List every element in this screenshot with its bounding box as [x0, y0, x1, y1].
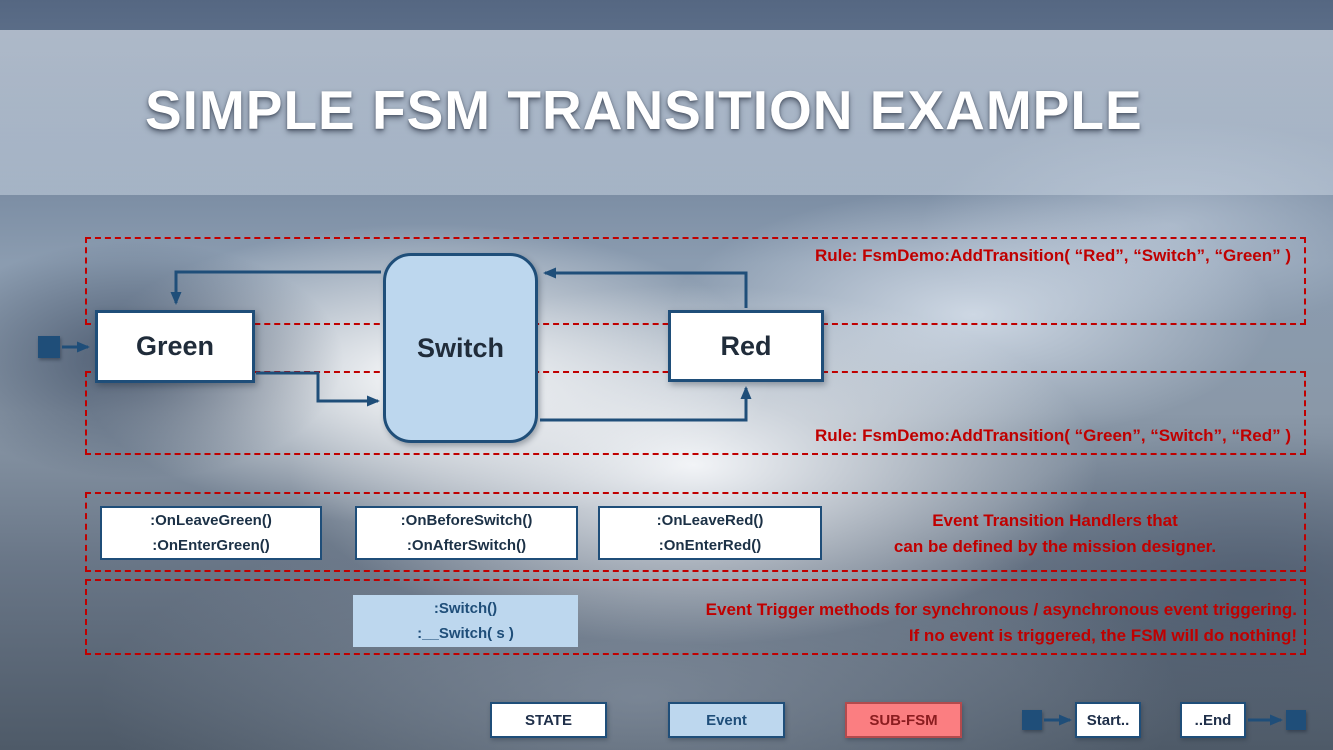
trigger-line: :__Switch( s ) [417, 625, 514, 642]
event-switch-label: Switch [416, 332, 504, 363]
legend-subfsm: SUB-FSM [845, 702, 962, 738]
trigger-line: :Switch() [433, 599, 498, 617]
trigger-methods-box: :Switch() :__Switch( s ) [353, 595, 578, 647]
handler-line: :OnEnterGreen() [152, 537, 270, 554]
start-marker [38, 336, 60, 358]
handler-line: :OnEnterRed() [658, 537, 762, 554]
triggers-note-line1: Event Trigger methods for synchronous / … [705, 600, 1297, 619]
legend-start-marker [1022, 710, 1042, 730]
triggers-note-line2: If no event is triggered, the FSM will d… [908, 626, 1297, 646]
handlers-note-line2: can be defined by the mission designer. [893, 537, 1217, 557]
handler-line: :OnBeforeSwitch() [400, 511, 533, 529]
handlers-red-box: :OnLeaveRed() :OnEnterRed() [598, 506, 822, 560]
handler-line: :OnLeaveGreen() [150, 511, 272, 529]
legend-state: STATE [490, 702, 607, 738]
handlers-green-box: :OnLeaveGreen() :OnEnterGreen() [100, 506, 322, 560]
page-title: SIMPLE FSM TRANSITION EXAMPLE [145, 79, 1143, 141]
event-switch: Switch [383, 253, 538, 443]
handler-line: :OnLeaveRed() [656, 511, 764, 529]
state-red-label: Red [720, 330, 772, 361]
state-green: Green [95, 310, 255, 383]
handlers-switch-box: :OnBeforeSwitch() :OnAfterSwitch() [355, 506, 578, 560]
rule-red-switch-green: Rule: FsmDemo:AddTransition( “Red”, “Swi… [814, 246, 1291, 265]
legend-end-marker [1286, 710, 1306, 730]
legend-event: Event [668, 702, 785, 738]
legend-start: Start.. [1075, 702, 1141, 738]
handlers-note-line1: Event Transition Handlers that [932, 511, 1178, 530]
handlers-frame [85, 492, 1306, 572]
title-band [0, 30, 1333, 195]
triggers-note: Event Trigger methods for synchronous / … [537, 597, 1297, 650]
handler-line: :OnAfterSwitch() [406, 537, 527, 554]
legend-end: ..End [1180, 702, 1246, 738]
handlers-note: Event Transition Handlers that can be de… [815, 508, 1295, 561]
triggers-frame [85, 579, 1306, 655]
state-green-label: Green [135, 331, 215, 361]
state-red: Red [668, 310, 824, 382]
rule-green-switch-red: Rule: FsmDemo:AddTransition( “Green”, “S… [814, 426, 1291, 445]
